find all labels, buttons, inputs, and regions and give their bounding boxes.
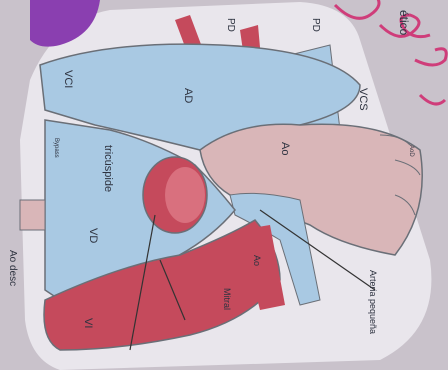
label-vd: VD xyxy=(87,228,99,243)
handwriting-stroke-3 xyxy=(415,49,446,65)
tricuspid-inner xyxy=(165,167,205,223)
label-pd-right: PD xyxy=(310,18,321,32)
label-tricuspide: tricúspide xyxy=(102,145,114,192)
handwriting-stroke-4 xyxy=(420,95,445,104)
label-ad: AD xyxy=(182,88,194,103)
label-ao-desc: Ao desc xyxy=(7,250,18,286)
label-handwriting-partial: ético xyxy=(397,10,411,36)
label-vi: VI xyxy=(82,318,94,328)
label-vci: VCI xyxy=(62,70,74,88)
label-pd-top: PD xyxy=(225,18,236,32)
label-small-left: Bypass xyxy=(53,138,59,158)
label-vcs: VCS xyxy=(357,88,369,111)
label-ao-small: Ao xyxy=(252,255,262,266)
label-mitral: Mitral xyxy=(222,288,232,310)
label-small-right: AoD xyxy=(408,145,414,157)
label-arteria-pequena: Arteria pequeña xyxy=(368,270,378,334)
label-ao-right: Ao xyxy=(279,142,291,155)
descending-aorta-stub xyxy=(20,200,45,230)
